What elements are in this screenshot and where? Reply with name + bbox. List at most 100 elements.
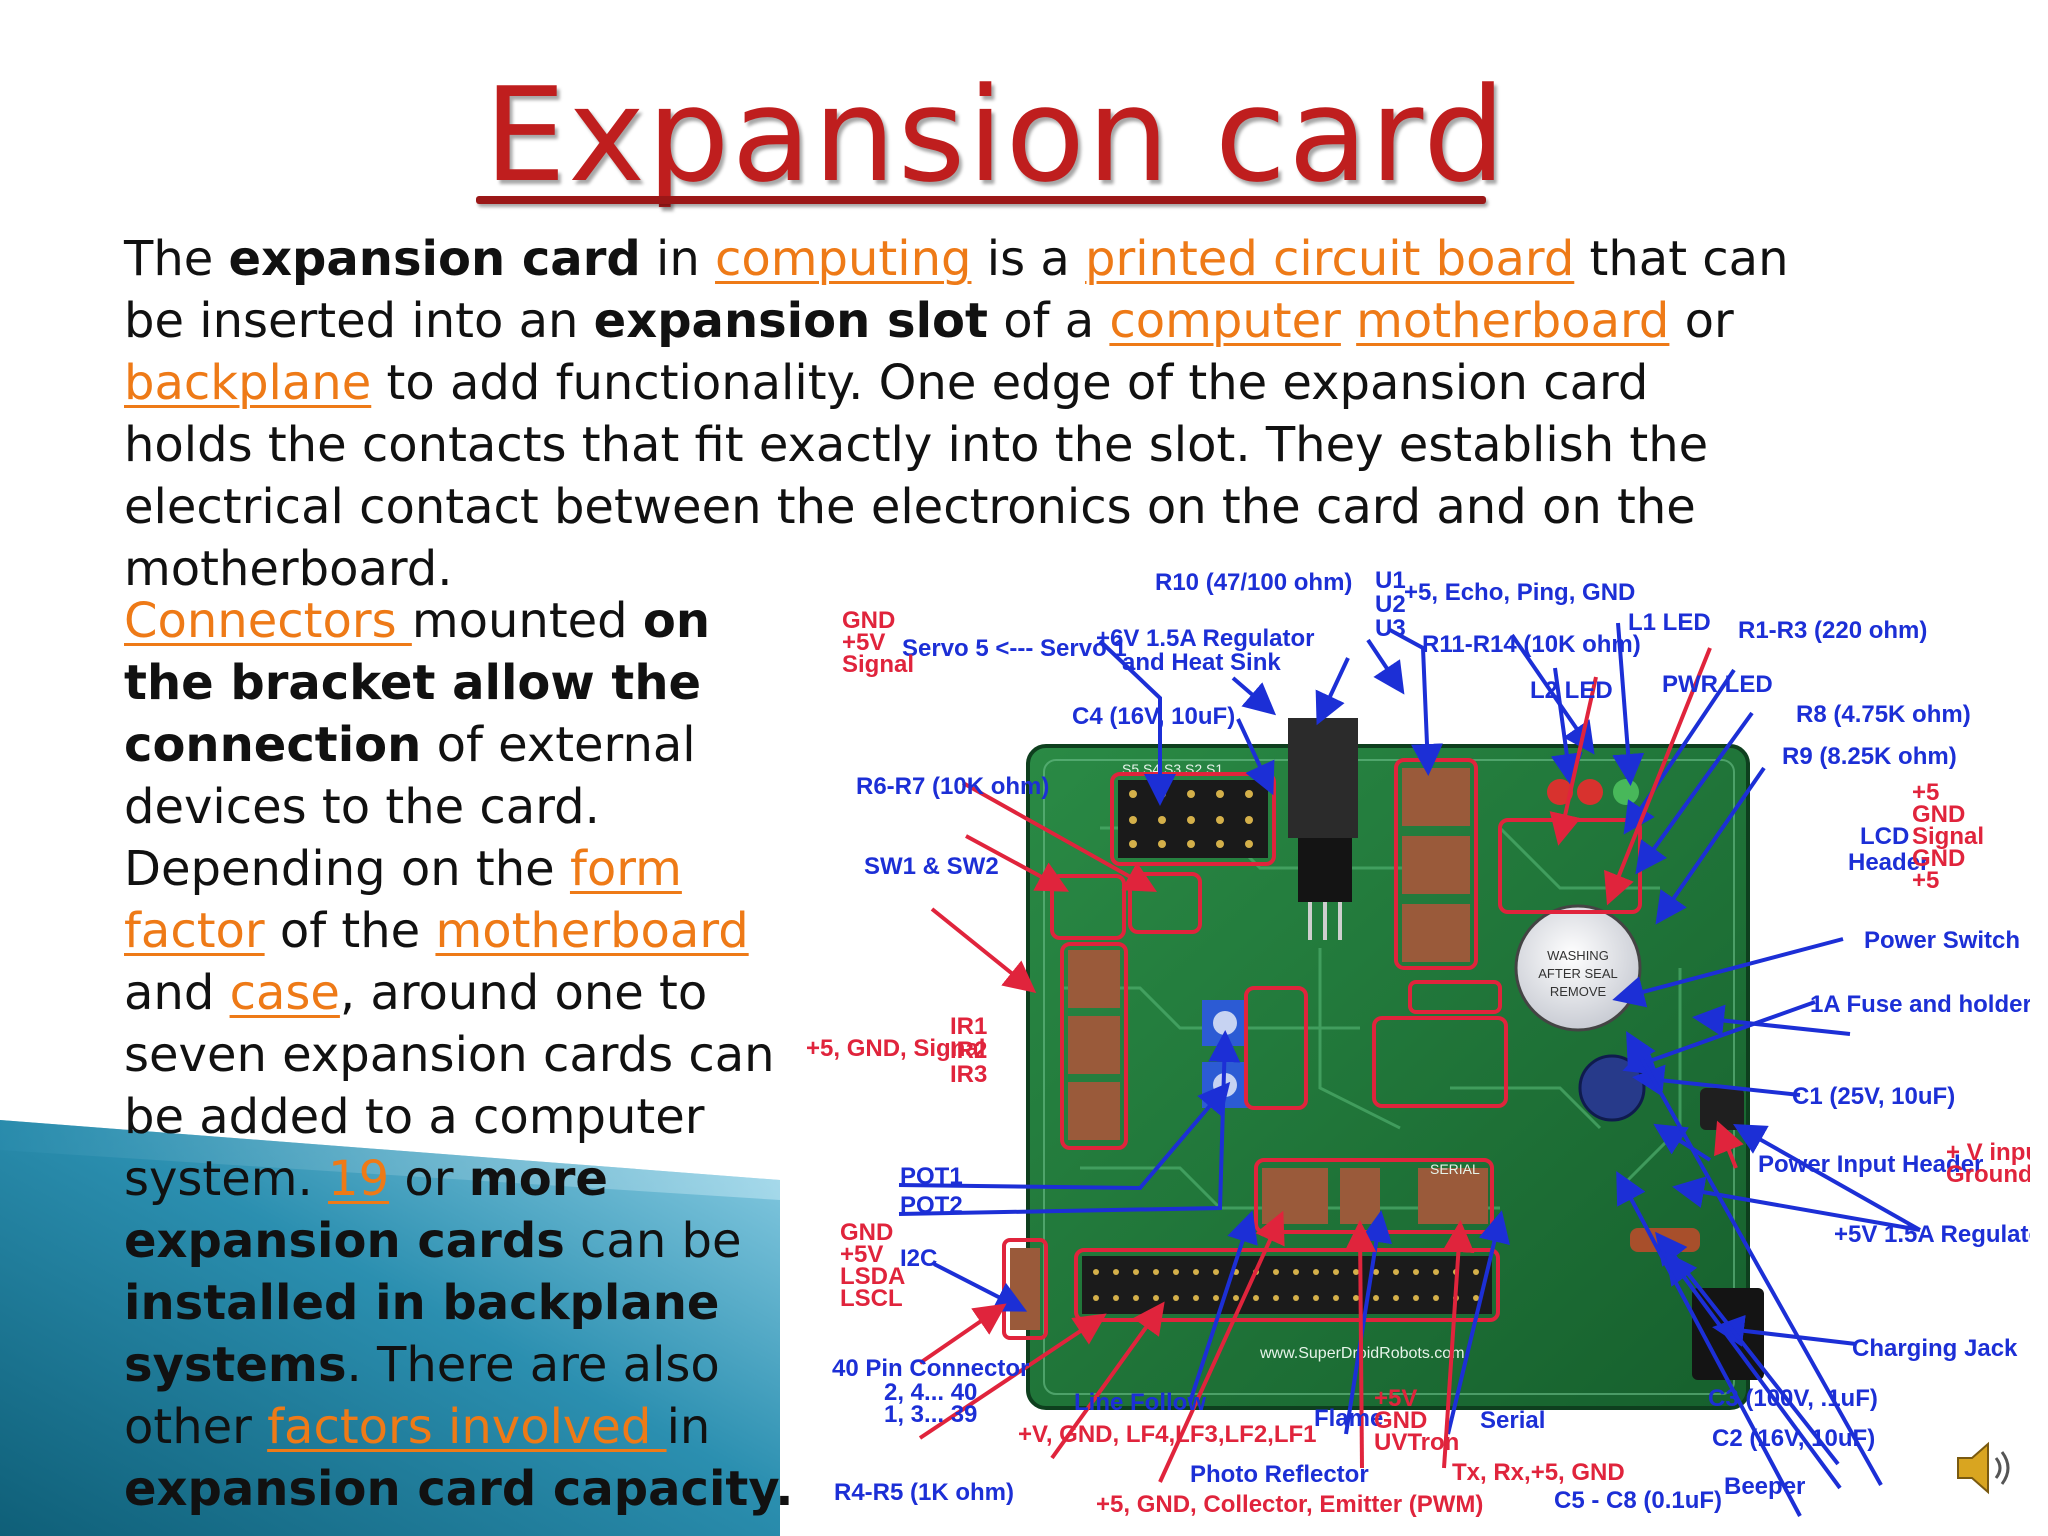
led-indicators: [1547, 779, 1639, 805]
text-line: motherboard.: [124, 541, 453, 597]
board-label: R9 (8.25K ohm): [1782, 743, 1957, 770]
text-run: of the: [264, 903, 436, 959]
board-label: +5: [1912, 867, 1939, 894]
board-label: L2 LED: [1530, 677, 1613, 704]
board-label: and Heat Sink: [1122, 649, 1281, 676]
text-line: expansion card capacity.: [124, 1461, 794, 1517]
text-run: system.: [124, 1151, 329, 1207]
connectors-paragraph: Connectors mounted on the bracket allow …: [124, 590, 804, 1520]
link-computer[interactable]: computer: [1109, 293, 1341, 349]
red-labels: GND +5V Signal +5 GND Signal GND +5 IR1 …: [806, 607, 2030, 1518]
board-label: +5, GND, Collector, Emitter (PWM): [1096, 1491, 1483, 1518]
link-connectors[interactable]: Connectors: [124, 593, 412, 649]
board-label: Flame: [1314, 1405, 1383, 1432]
link-printed-circuit-board[interactable]: printed circuit board: [1085, 231, 1575, 287]
text-run: , around one to: [339, 965, 708, 1021]
board-label: 1A Fuse and holders: [1810, 991, 2030, 1018]
board-label: +5V 1.5A Regulator: [1834, 1221, 2030, 1248]
board-label: C4 (16V, 10uF): [1072, 703, 1235, 730]
blue-labels: R10 (47/100 ohm) U1 U2 U3 +5, Echo, Ping…: [832, 568, 2030, 1514]
text-run: The: [124, 231, 229, 287]
link-factor[interactable]: factor: [124, 903, 265, 959]
board-label: UVTron: [1374, 1429, 1459, 1456]
intro-paragraph: The expansion card in computing is a pri…: [124, 228, 1844, 600]
board-label: GND: [1912, 801, 1965, 828]
beeper-silk: REMOVE: [1550, 984, 1607, 999]
board-label: R6-R7 (10K ohm): [856, 773, 1049, 800]
board-label: Tx, Rx,+5, GND: [1452, 1459, 1625, 1486]
speaker-icon[interactable]: [1948, 1432, 2020, 1504]
bold-term: more: [468, 1151, 608, 1207]
board-label: C3 (100V, .1uF): [1708, 1385, 1878, 1412]
servo-header: [1118, 780, 1268, 858]
board-label: U3: [1375, 615, 1406, 642]
board-label: R4-R5 (1K ohm): [834, 1479, 1014, 1506]
board-label: +5V: [842, 629, 885, 656]
board-label: Header: [1848, 849, 1929, 876]
sensor-headers: [1402, 768, 1470, 962]
board-label: Signal: [1912, 823, 1984, 850]
ir-headers: [1068, 950, 1120, 1140]
annotated-circuit-board-image: WASHING AFTER SEAL REMOVE: [806, 568, 2030, 1518]
board-label: +5, Echo, Ping, GND: [1404, 579, 1635, 606]
link-computing[interactable]: computing: [715, 231, 972, 287]
blue-leader-lines: [898, 622, 1921, 1517]
board-label: + V input: [1946, 1139, 2030, 1166]
board-label: Photo Reflector: [1190, 1461, 1369, 1488]
link-footnote-19[interactable]: 19: [328, 1151, 390, 1207]
board-label: LCD: [1860, 823, 1909, 850]
board-label: C1 (25V, 10uF): [1792, 1083, 1955, 1110]
text-line: the bracket allow the: [124, 655, 702, 711]
board-label: Power Switch: [1864, 927, 2020, 954]
link-factors-involved[interactable]: factors involved: [267, 1399, 667, 1455]
board-label: Serial: [1480, 1407, 1545, 1434]
bold-term: systems: [124, 1337, 347, 1393]
board-label: +5V: [840, 1241, 883, 1268]
text-line: be added to a computer: [124, 1089, 705, 1145]
board-label: LSDA: [840, 1263, 905, 1290]
link-form-factor[interactable]: form: [569, 841, 682, 897]
board-label: GND: [842, 607, 895, 634]
board-label: PWR LED: [1662, 671, 1773, 698]
bold-term: on: [642, 593, 711, 649]
board-label: 40 Pin Connector: [832, 1355, 1029, 1382]
beeper-silk: WASHING: [1547, 948, 1609, 963]
board-label: Line Follow: [1074, 1389, 1206, 1416]
board-label: POT2: [900, 1192, 963, 1219]
board-label: +V, GND, LF4,LF3,LF2,LF1: [1018, 1421, 1317, 1448]
text-run: or: [389, 1151, 469, 1207]
board-label: C5 - C8 (0.1uF): [1554, 1487, 1722, 1514]
bold-term: connection: [124, 717, 422, 773]
text-line: devices to the card.: [124, 779, 600, 835]
board-label: +5V: [1374, 1385, 1417, 1412]
text-run: to add functionality. One edge of the ex…: [371, 355, 1649, 411]
link-backplane[interactable]: backplane: [124, 355, 372, 411]
board-label: Charging Jack: [1852, 1335, 2018, 1362]
link-case[interactable]: case: [229, 965, 340, 1021]
link-motherboard-2[interactable]: motherboard: [435, 903, 749, 959]
text-run: can be: [564, 1213, 742, 1269]
board-label: Power Input Header: [1758, 1151, 1983, 1178]
text-run: [1341, 293, 1356, 349]
board-label: R10 (47/100 ohm): [1155, 569, 1352, 596]
board-label: U1: [1375, 568, 1406, 594]
board-label: 2, 4... 40: [884, 1379, 977, 1406]
board-label: U2: [1375, 591, 1406, 618]
board-label: Servo 5 <--- Servo 1: [902, 635, 1127, 662]
board-label: L1 LED: [1628, 609, 1711, 636]
text-run: . There are also: [346, 1337, 720, 1393]
text-run: of a: [987, 293, 1110, 349]
bold-term: expansion slot: [593, 293, 988, 349]
text-run: is a: [971, 231, 1085, 287]
text-run: and: [124, 965, 230, 1021]
pcb-board: WASHING AFTER SEAL REMOVE: [1002, 718, 1764, 1410]
link-motherboard[interactable]: motherboard: [1356, 293, 1670, 349]
bold-term: expansion cards: [124, 1213, 565, 1269]
board-label: 1, 3... 39: [884, 1401, 977, 1428]
board-label: C2 (16V, 10uF): [1712, 1425, 1875, 1452]
board-label: Signal: [842, 651, 914, 678]
board-label: +6V 1.5A Regulator: [1096, 625, 1315, 652]
board-label: IR2: [950, 1037, 987, 1064]
